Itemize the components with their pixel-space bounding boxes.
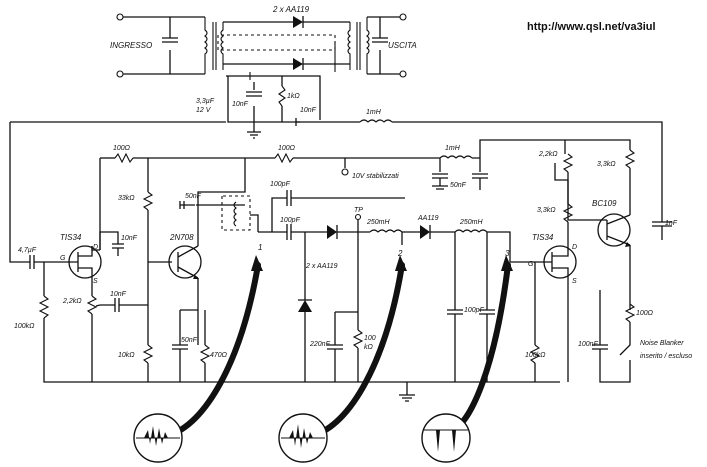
stage-2-bjt: 2N708 50nF 1 50nF 470Ω [148, 158, 262, 382]
input-terminal-bottom [116, 70, 124, 78]
input-output-section: INGRESSO 2 x AA119 USCITA [9, 5, 663, 263]
c47p-label: 4,7µF [18, 247, 37, 254]
q3-g-label: G [528, 261, 534, 268]
top-1k-label: 1kΩ [287, 93, 300, 100]
q1-s-label: S [93, 278, 98, 285]
output-terminal-bottom [399, 70, 407, 78]
q2-transistor [168, 245, 202, 279]
tap-1-label: 1 [258, 243, 262, 252]
c50nf-q2-label: 50nF [185, 193, 202, 200]
c220-label: 220nF [309, 341, 331, 348]
r100k-pot-unit: kΩ [364, 344, 374, 351]
c50nf-right-label: 50nF [450, 182, 467, 189]
q1-g-label: G [60, 255, 66, 262]
supply-10v-label: 10V stabilizzati [352, 173, 399, 180]
l1mh-right-label: 1mH [445, 145, 461, 152]
c10nf-mid-label: 10nF [110, 291, 127, 298]
top-10nf-label: 10nF [232, 101, 249, 108]
r33k-r2-label: 3,3kΩ [597, 161, 616, 168]
q3-s-label: S [572, 278, 577, 285]
gate-stage: AA119 250mH 3 100pF [417, 215, 535, 382]
supply-10v-terminal [341, 168, 349, 176]
top-10nf-b-label: 10nF [300, 107, 317, 114]
q3-d-label: D [572, 244, 577, 251]
r100k-pot-label: 100 [364, 335, 376, 342]
d-pair-label: 2 x AA119 [305, 263, 338, 270]
source-url: http://www.qsl.net/va3iul [527, 21, 656, 33]
r33k-label: 33kΩ [118, 195, 135, 202]
waveform-probe-2 [278, 255, 407, 463]
stage-4-bjt: 3,3kΩ BC109 1nF 100Ω 100nF Noise Blanker… [399, 149, 692, 402]
r470-label: 470Ω [210, 352, 228, 359]
output-label: USCITA [388, 41, 417, 50]
l250-b-label: 250mH [459, 219, 484, 226]
c100p-r-label: 100pF [464, 307, 485, 314]
input-transformer [204, 17, 224, 74]
q3-label: TIS34 [532, 233, 554, 242]
output-transformer [347, 17, 370, 74]
stage-1-fet: 4,7µF TIS34 D G S 100kΩ 10nF 2,2kΩ 10nF … [14, 231, 560, 383]
c100p-top-label: 100pF [270, 181, 291, 188]
output-terminal-top [399, 13, 407, 21]
nb-label-line2: inserito / escluso [640, 353, 692, 360]
tap-2-label: 2 [397, 249, 403, 258]
detector-stage: 100pF 100pF TP 250mH 2 2 x AA119 220nF 1… [258, 181, 420, 382]
supply-rail: 100Ω 100Ω 10V stabilizzati 1mH 50nF 33kΩ [99, 139, 565, 262]
tp-label: TP [354, 207, 363, 214]
r22k-r-label: 2,2kΩ [538, 151, 558, 158]
d-aa119-label: AA119 [417, 215, 439, 222]
c50nf-emitter-label: 50nF [181, 337, 198, 344]
supply-voltage-label: 12 V [196, 107, 212, 114]
q1-label: TIS34 [60, 233, 82, 242]
top-1mh-label: 1mH [366, 109, 382, 116]
stage-3-fet: TIS34 G S D 100kΩ 3,3kΩ 2,2kΩ [525, 139, 631, 382]
c100p-b-label: 100pF [280, 217, 301, 224]
c10nf-q1-label: 10nF [121, 235, 138, 242]
r100k-left-label: 100kΩ [14, 323, 35, 330]
waveform-probe-1 [133, 255, 263, 463]
q4-transistor [597, 213, 631, 247]
r33k-r-label: 3,3kΩ [537, 207, 556, 214]
l250-a-label: 250mH [366, 219, 391, 226]
q2-label: 2N708 [169, 233, 194, 242]
r100-mid-label: 100Ω [278, 145, 296, 152]
waveform-3-scope [421, 413, 471, 463]
supply-label: 3,3µF [196, 98, 215, 105]
r100-r-label: 100Ω [636, 310, 654, 317]
r100k-r-label: 100kΩ [525, 352, 546, 359]
nb-label-line1: Noise Blanker [640, 340, 684, 347]
q4-label: BC109 [592, 199, 617, 208]
q1-d-label: D [93, 244, 98, 251]
waveform-probe-3 [421, 255, 513, 463]
r100-top-label: 100Ω [113, 145, 131, 152]
r22k-pot-label: 2,2kΩ [62, 298, 82, 305]
c1nf-label: 1nF [665, 220, 678, 227]
input-label: INGRESSO [110, 41, 152, 50]
tap-3-label: 3 [505, 249, 510, 258]
top-diodes-label: 2 x AA119 [272, 5, 310, 14]
r10k-label: 10kΩ [118, 352, 135, 359]
c100nf-r-label: 100nF [578, 341, 599, 348]
input-terminal-top [116, 13, 124, 21]
